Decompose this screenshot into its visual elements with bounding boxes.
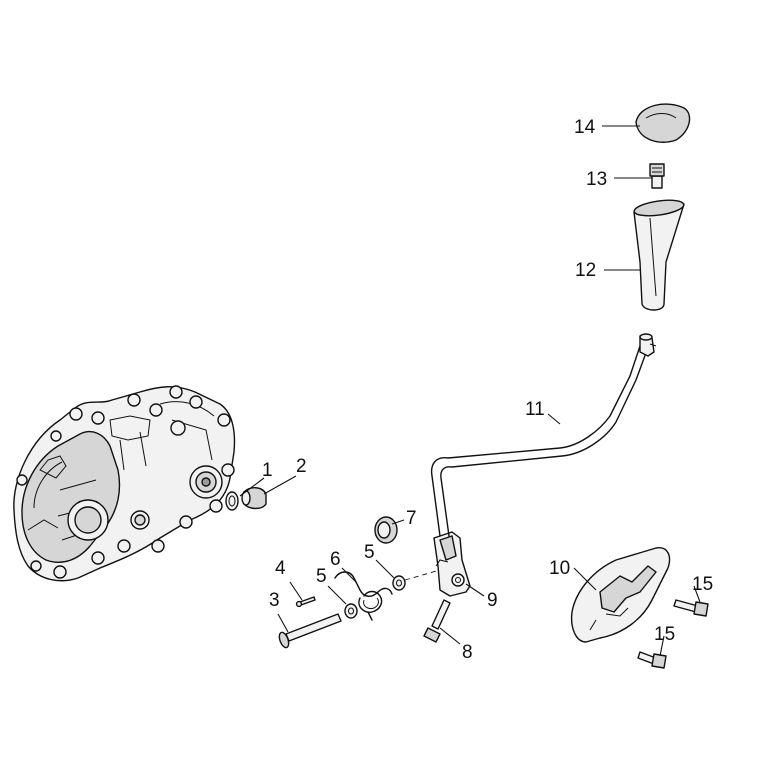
shift-knob-body xyxy=(633,199,685,311)
return-spring xyxy=(334,571,393,621)
shift-lever-bracket xyxy=(433,531,471,597)
long-pin xyxy=(278,613,342,649)
callout-5-left: 5 xyxy=(316,566,327,587)
shift-rod xyxy=(430,333,657,537)
washer-left xyxy=(344,603,358,619)
callout-6: 6 xyxy=(330,549,341,570)
leader-lines xyxy=(239,125,701,657)
callout-9: 9 xyxy=(487,590,498,611)
callout-15-upper: 15 xyxy=(692,574,713,595)
plate-bolt-lower xyxy=(637,651,667,669)
callout-3: 3 xyxy=(269,590,280,611)
alignment-line xyxy=(404,569,441,581)
shift-gate-plate xyxy=(570,547,671,643)
bushing xyxy=(374,516,398,544)
callout-5-right: 5 xyxy=(364,542,375,563)
callout-1: 1 xyxy=(262,460,273,481)
washer-right xyxy=(392,575,406,591)
callout-13: 13 xyxy=(586,169,607,190)
callout-4: 4 xyxy=(275,558,286,579)
callout-12: 12 xyxy=(575,260,596,281)
callout-10: 10 xyxy=(549,558,570,579)
callout-11: 11 xyxy=(525,399,545,420)
cap-plug xyxy=(241,487,267,510)
knob-cap xyxy=(635,103,691,143)
lower-bolt xyxy=(423,599,451,643)
callout-2: 2 xyxy=(296,456,307,477)
plate-bolt-upper xyxy=(673,599,709,617)
transmission-cover xyxy=(13,385,236,582)
o-ring xyxy=(225,491,239,511)
callout-8: 8 xyxy=(462,642,473,663)
cotter-pin xyxy=(295,596,316,608)
callout-labels: 1 2 3 4 5 6 5 7 8 9 10 11 12 13 14 15 15 xyxy=(262,117,713,663)
callout-7: 7 xyxy=(406,508,417,529)
callout-14: 14 xyxy=(574,117,596,138)
callout-15-lower: 15 xyxy=(654,624,675,645)
knob-screw xyxy=(649,163,665,189)
